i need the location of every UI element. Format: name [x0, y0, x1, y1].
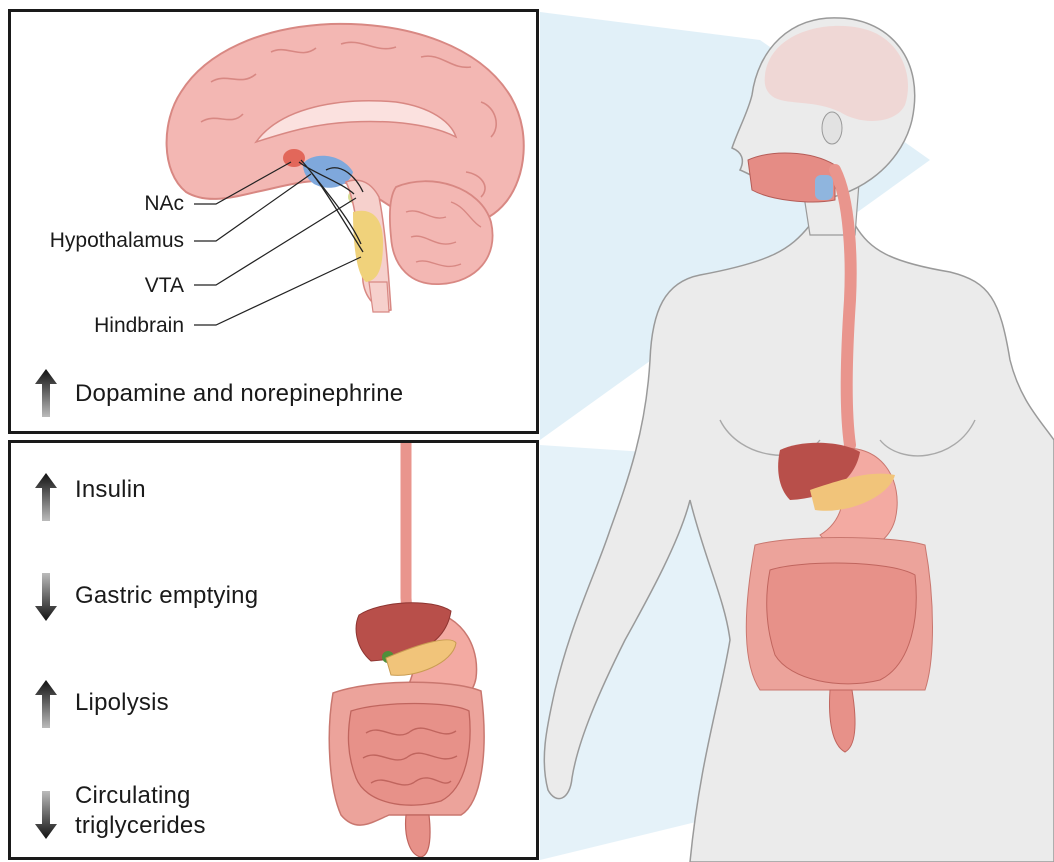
effect-gastric-emptying: Gastric emptying	[35, 571, 258, 621]
effect-circulating-triglycerides: Circulating triglycerides	[35, 781, 206, 841]
gut-esophagus	[406, 443, 421, 628]
label-nac: NAc	[0, 192, 184, 216]
body-small-intestine	[767, 563, 917, 684]
arrow-down-icon	[35, 573, 57, 621]
effect-dopamine: Dopamine and norepinephrine	[35, 367, 403, 417]
effect-insulin: Insulin	[35, 471, 146, 521]
effect-text: Circulating triglycerides	[75, 781, 206, 841]
effect-lipolysis: Lipolysis	[35, 678, 169, 728]
label-hypothalamus: Hypothalamus	[0, 229, 184, 253]
arrow-up-icon	[35, 680, 57, 728]
effect-text: Dopamine and norepinephrine	[75, 379, 403, 409]
arrow-up-icon	[35, 473, 57, 521]
effect-text: Insulin	[75, 475, 146, 505]
effect-text: Gastric emptying	[75, 581, 258, 611]
spinal-cord	[369, 282, 389, 312]
hindbrain-region	[353, 211, 383, 282]
label-vta: VTA	[0, 274, 184, 298]
gut-rectum	[406, 815, 430, 857]
label-hindbrain: Hindbrain	[0, 314, 184, 338]
gut-small-intestine	[348, 704, 470, 806]
ear	[822, 112, 842, 144]
salivary-gland	[815, 175, 833, 200]
arrow-up-icon	[35, 369, 57, 417]
effect-text: Lipolysis	[75, 688, 169, 718]
arrow-down-icon	[35, 791, 57, 839]
gut-panel: Insulin Gastric emptying Lipolysis	[8, 440, 539, 860]
brain-panel: NAc Hypothalamus VTA Hindbrain Dopamine …	[8, 9, 539, 434]
